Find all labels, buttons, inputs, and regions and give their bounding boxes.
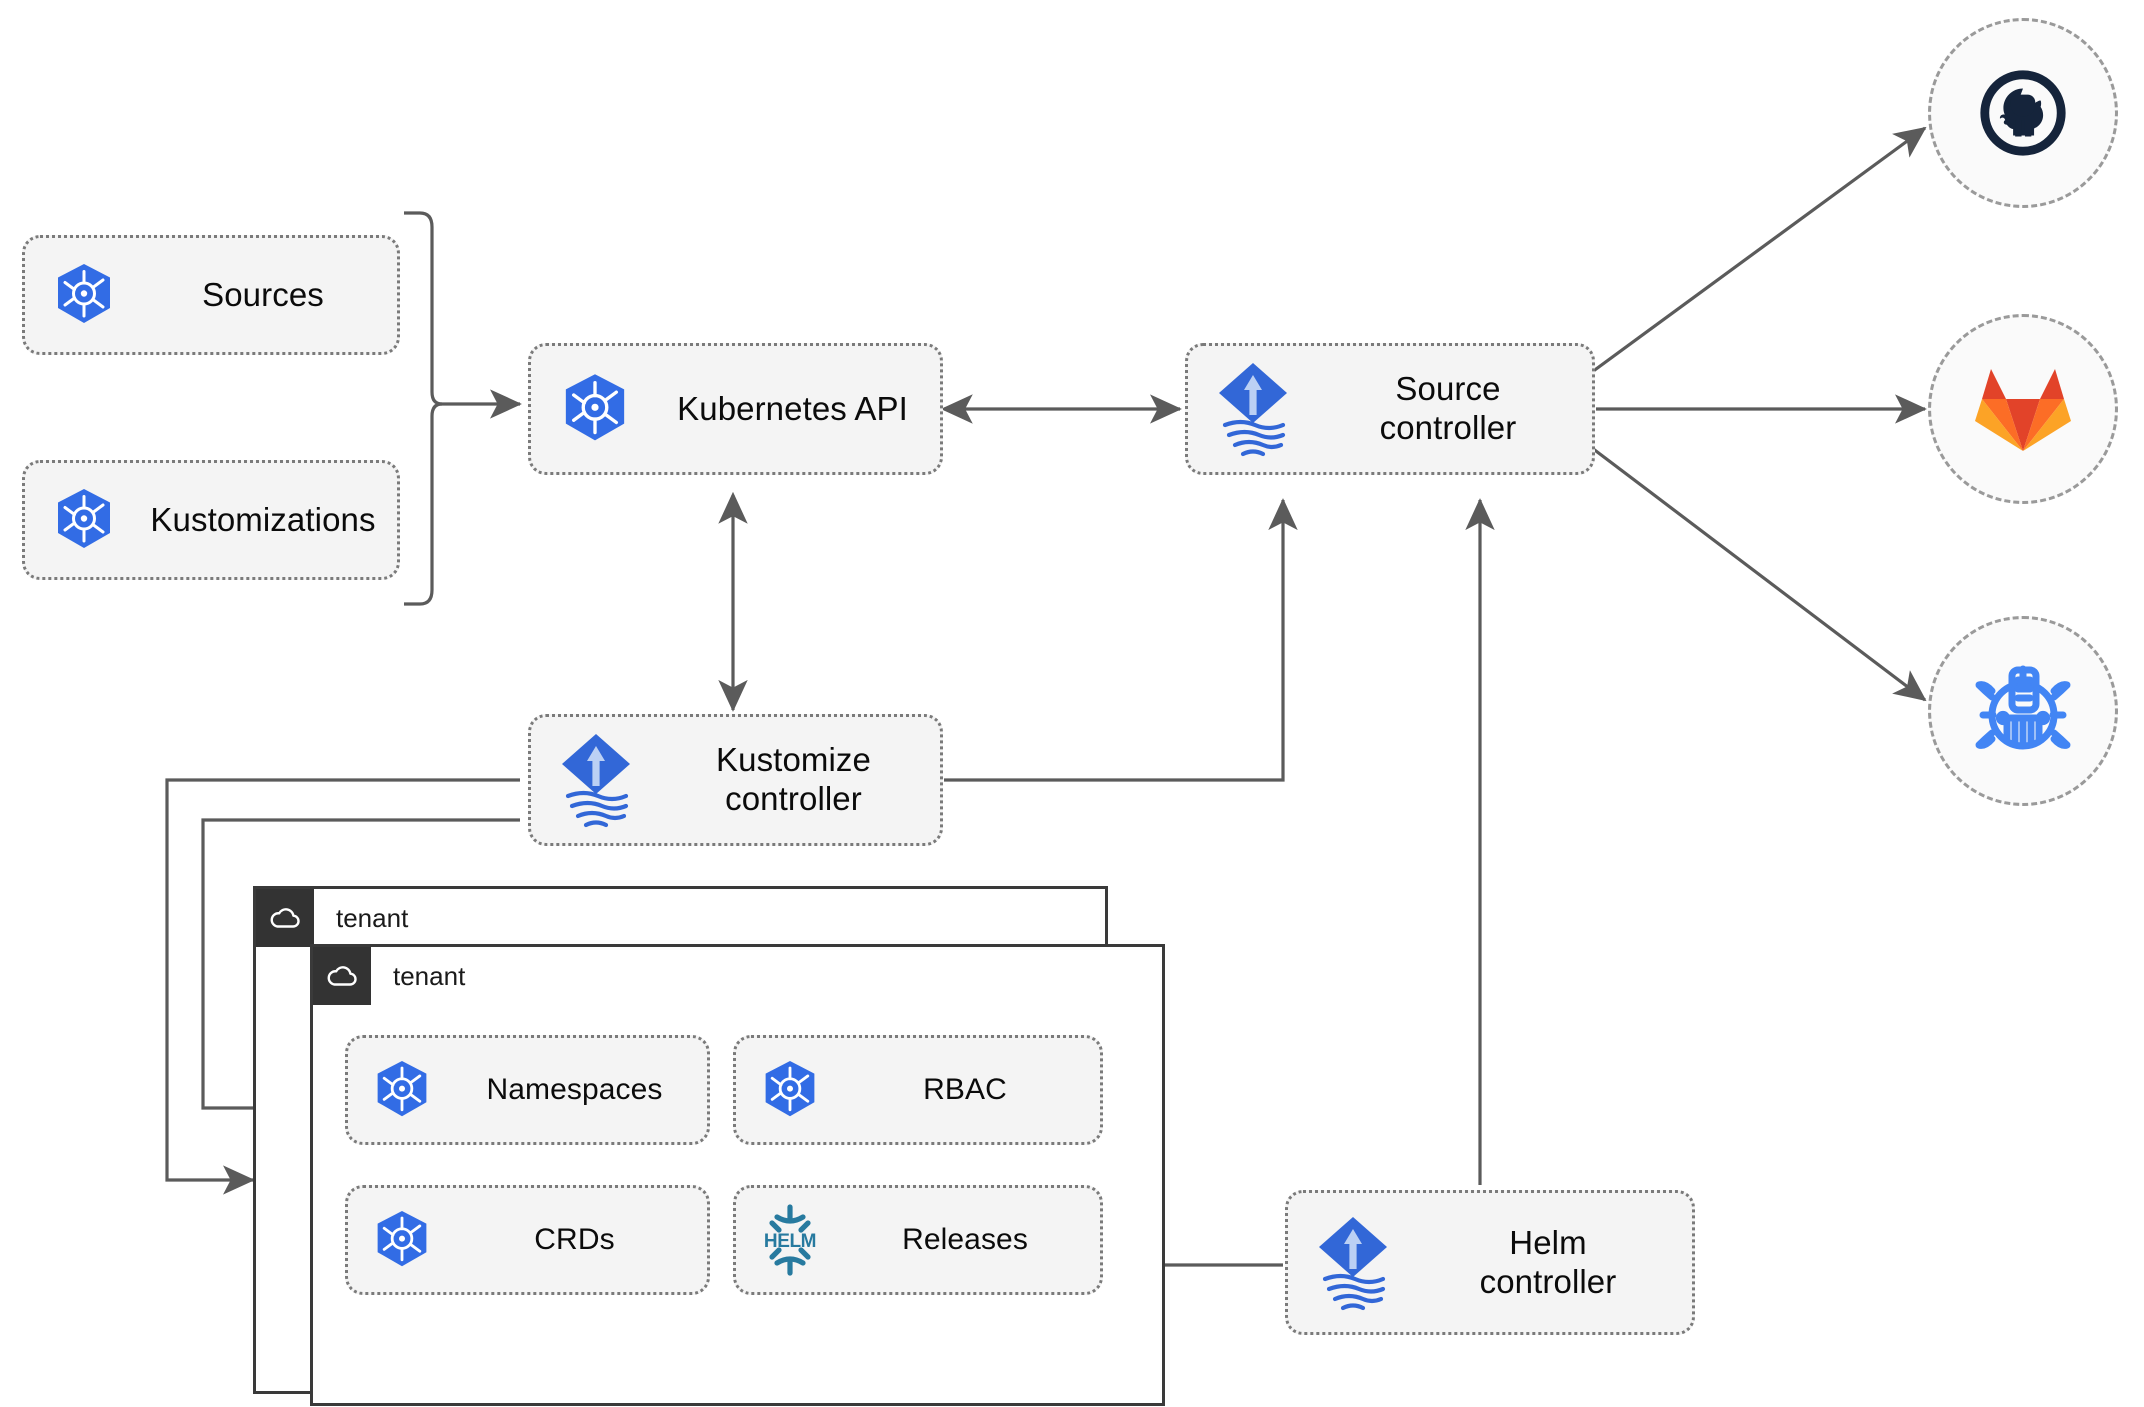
endpoint-helm-repository[interactable] [1928,616,2118,806]
edge-kustomizecontroller-sourcecontroller [944,498,1298,782]
tenant-tab-outer: tenant [256,889,431,947]
node-kubernetes-api[interactable]: Kubernetes API [528,343,943,475]
node-label: RBAC [923,1073,1007,1107]
node-label: Source controller [1379,370,1517,446]
kubernetes-glyph [765,1060,815,1117]
tenant-panel-inner: tenant [310,944,1165,1406]
edge-sourcecontroller-helmrepo [1591,446,1927,702]
node-crds[interactable]: CRDs [345,1185,710,1295]
edge-bracket-sources [404,211,443,606]
kubernetes-icon [348,1059,456,1121]
node-label: Kustomizations [150,500,376,538]
kubernetes-glyph [565,374,625,441]
kubernetes-glyph [377,1210,427,1267]
node-kustomize-controller[interactable]: Kustomize controller [528,714,943,846]
tenant-label-inner: tenant [393,960,466,991]
kubernetes-icon [25,262,143,328]
flux-icon [531,730,661,830]
kubernetes-glyph [58,264,110,323]
node-label: Namespaces [486,1073,663,1107]
kubernetes-glyph [58,489,110,548]
helm-glyph: HELM [764,1204,817,1276]
tenant-label-outer: tenant [336,902,409,933]
node-label: Sources [202,275,324,313]
node-namespaces[interactable]: Namespaces [345,1035,710,1145]
node-source-controller[interactable]: Source controller [1185,343,1595,475]
flux-glyph [1319,1216,1387,1310]
node-label: Kubernetes API [677,389,908,427]
node-helm-controller[interactable]: Helm controller [1285,1190,1695,1335]
flux-icon [1188,359,1318,459]
github-icon [1980,70,2066,156]
kubernetes-glyph [377,1060,427,1117]
kubernetes-icon [25,487,143,553]
cloud-icon [313,947,371,1005]
gitlab-icon [1975,369,2071,451]
helm-icon: HELM [736,1203,844,1277]
node-label: CRDs [534,1223,615,1257]
kubernetes-icon [736,1059,844,1121]
kubernetes-icon [348,1209,456,1271]
kubernetes-icon [531,372,659,446]
flux-glyph [1219,363,1287,457]
node-rbac[interactable]: RBAC [733,1035,1103,1145]
node-label: Kustomize controller [716,741,871,817]
svg-text:HELM: HELM [764,1231,816,1252]
edge-sourcecontroller-github [1591,126,1927,374]
endpoint-github[interactable] [1928,18,2118,208]
endpoint-gitlab[interactable] [1928,314,2118,504]
flux-glyph [562,734,630,828]
node-sources[interactable]: Sources [22,235,400,355]
node-releases[interactable]: HELM Releases [733,1185,1103,1295]
node-label: Helm controller [1479,1223,1617,1300]
flux-icon [1288,1213,1418,1313]
node-kustomizations[interactable]: Kustomizations [22,460,400,580]
cloud-icon [256,889,314,947]
tenant-tab-inner: tenant [313,947,488,1005]
node-label: Releases [902,1223,1028,1257]
helm-chart-icon [1975,665,2071,750]
